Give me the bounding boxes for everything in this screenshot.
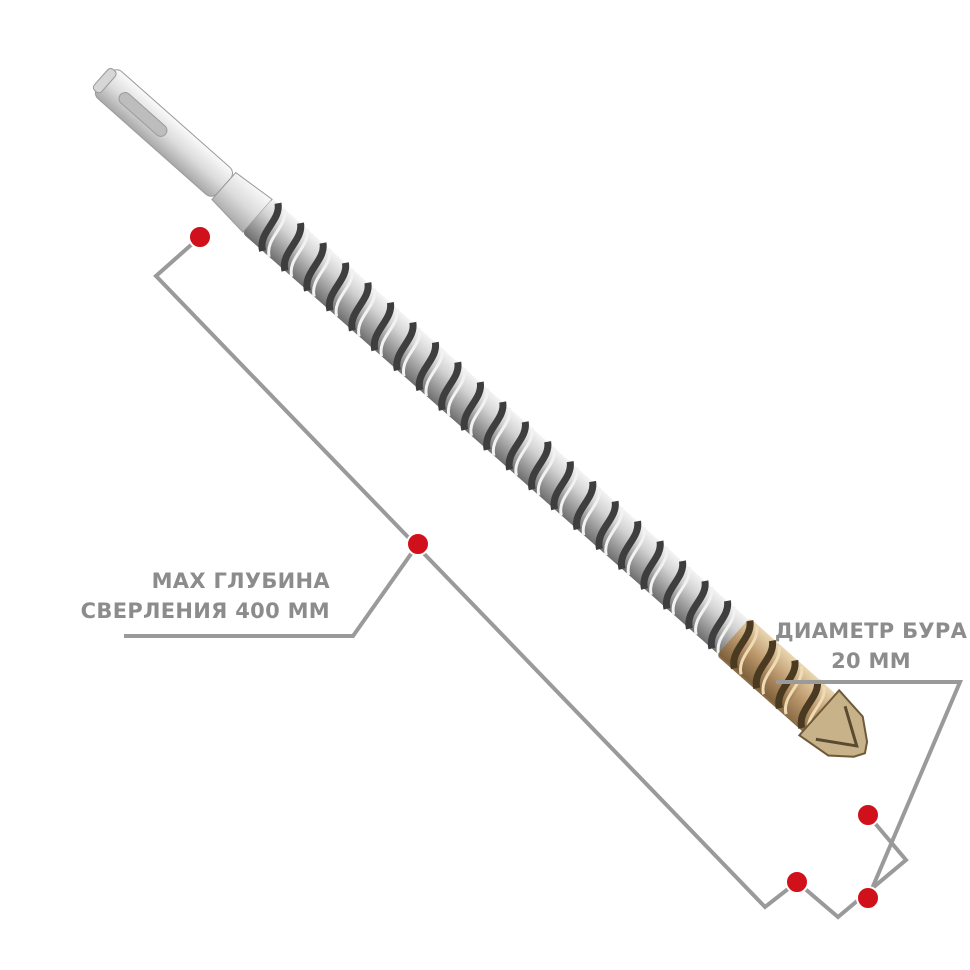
flute-groove [303, 242, 327, 292]
drill-cutting-edge [815, 705, 859, 748]
drill-flutes [258, 202, 736, 655]
drill-neck [211, 171, 273, 234]
flute-groove [370, 302, 394, 352]
flute-highlight [334, 268, 354, 317]
shank-groove [118, 92, 168, 137]
flute-highlight [379, 308, 399, 357]
shank-end [92, 68, 117, 94]
flute-groove [662, 560, 687, 610]
flute-highlight [649, 546, 669, 596]
depth-bracket-line [153, 235, 799, 910]
flute-groove [640, 540, 664, 590]
drill-body [243, 200, 811, 709]
markers [188, 225, 880, 910]
marker-diameter-bottom [856, 886, 880, 910]
flute-highlight [783, 666, 804, 715]
flute-highlight [514, 427, 534, 476]
flute-highlight [491, 407, 512, 457]
diameter-leader-line [776, 680, 964, 899]
flute-highlight [357, 288, 377, 337]
flute-groove [528, 441, 552, 491]
flute-groove [595, 500, 619, 550]
diameter-bracket-line [795, 813, 909, 920]
flute-highlight [761, 646, 781, 695]
flute-highlight [289, 228, 309, 278]
flute-highlight [716, 606, 736, 655]
flute-highlight [694, 586, 714, 635]
flute-highlight [267, 208, 287, 258]
depth-bracket [124, 235, 799, 910]
flute-highlight [671, 566, 691, 616]
flute-highlight [469, 387, 489, 437]
flute-highlight [581, 487, 601, 536]
depth-leader-line [124, 542, 420, 638]
flute-groove [348, 282, 372, 332]
flute-groove [258, 202, 282, 252]
flute-groove [707, 600, 731, 650]
diameter-callout: ДИАМЕТР БУРА 20 ММ [766, 616, 970, 676]
depth-callout: MAX ГЛУБИНА СВЕРЛЕНИЯ 400 ММ [81, 566, 330, 626]
flute-groove [393, 321, 417, 372]
diameter-label-line1: ДИАМЕТР БУРА [774, 619, 968, 643]
flute-groove [460, 381, 484, 431]
depth-label-line1: MAX ГЛУБИНА [151, 569, 330, 593]
flute-highlight [536, 447, 556, 496]
flute-groove [325, 262, 349, 312]
marker-depth-mid [406, 532, 430, 556]
diameter-label-line2: 20 ММ [831, 649, 911, 673]
flute-highlight [739, 626, 759, 675]
flute-groove [438, 361, 462, 411]
flute-groove [797, 679, 821, 729]
drill-bit [92, 68, 869, 758]
flute-groove [505, 421, 529, 471]
flute-highlight [312, 248, 332, 298]
marker-diameter-top [856, 803, 880, 827]
marker-depth-start [188, 225, 212, 249]
flute-groove [573, 480, 597, 531]
flute-groove [617, 520, 642, 570]
flute-groove [550, 461, 574, 511]
flute-groove [483, 401, 507, 451]
flute-groove [730, 620, 754, 670]
flute-highlight [424, 348, 444, 397]
flute-highlight [402, 328, 422, 377]
depth-label-line2: СВЕРЛЕНИЯ 400 ММ [80, 599, 330, 623]
flute-highlight [446, 367, 467, 417]
flute-groove [280, 222, 305, 272]
flute-groove [415, 341, 439, 391]
flute-groove [752, 639, 776, 690]
marker-depth-end [785, 870, 809, 894]
flute-highlight [604, 507, 624, 556]
flute-highlight [626, 527, 646, 576]
flute-highlight [559, 467, 579, 516]
flute-groove [685, 580, 709, 630]
